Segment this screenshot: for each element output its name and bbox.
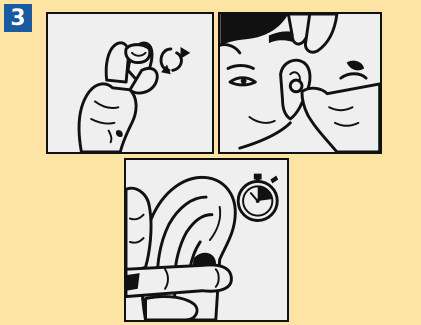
panel-insert-earplug: [218, 12, 382, 154]
hand-inserting-earplug-icon: [220, 14, 380, 152]
hand-rolling-earplug-icon: [48, 14, 212, 152]
panel-hold-earplug: [124, 158, 289, 322]
step-number-badge: 3: [4, 4, 32, 32]
finger-holding-earplug-with-stopwatch-icon: [126, 160, 287, 320]
step-number: 3: [10, 6, 25, 31]
panel-roll-earplug: [46, 12, 214, 154]
